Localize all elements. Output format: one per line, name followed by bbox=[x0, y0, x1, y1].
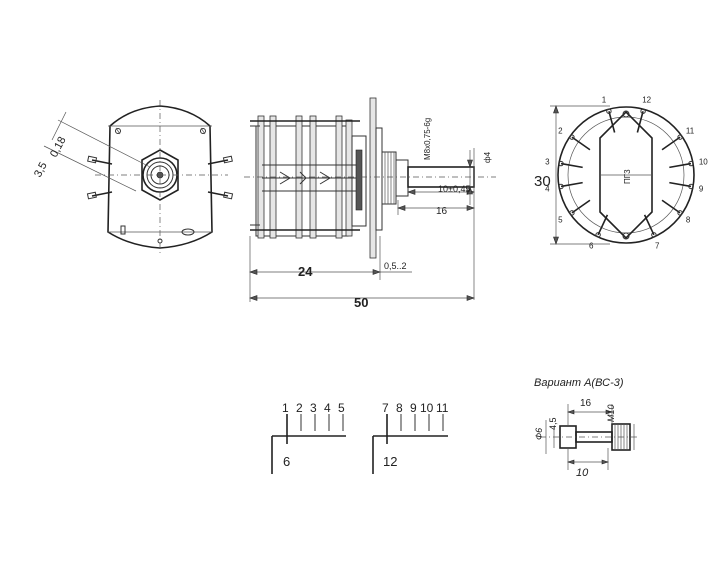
schematic-common-12: 12 bbox=[383, 454, 397, 469]
rear-terminal-hole bbox=[558, 183, 564, 190]
front-view: 3,5 0,18 bbox=[32, 100, 234, 255]
variant-a: Вариант А(ВС-3) 16 10 M10 Ф6 4,5 bbox=[534, 377, 640, 479]
side-dim-50: 50 bbox=[354, 295, 368, 310]
schematic-group-1: 1 2 3 4 5 6 bbox=[271, 401, 346, 474]
rear-terminal-hole bbox=[606, 108, 612, 114]
rear-terminal-hole bbox=[640, 108, 646, 114]
schematic-pos-9: 9 bbox=[410, 401, 417, 415]
side-shaft-length: 10±0,45 bbox=[438, 184, 470, 194]
rear-terminal-number: 1 bbox=[602, 96, 607, 105]
side-shaft-diameter: ф4 bbox=[483, 151, 492, 163]
schematic-group-2: 7 8 9 10 11 12 bbox=[372, 401, 449, 474]
side-mounting-plate bbox=[369, 97, 377, 259]
front-dim-3-5: 3,5 bbox=[32, 160, 50, 179]
rear-terminal-number: 2 bbox=[558, 126, 563, 135]
side-thread-label: M8x0,75-6g bbox=[423, 118, 432, 160]
schematic-common-6: 6 bbox=[283, 454, 290, 469]
variant-title: Вариант А(ВС-3) bbox=[534, 377, 624, 389]
rear-terminal-hole bbox=[651, 232, 657, 238]
rear-terminal-number: 12 bbox=[642, 96, 651, 105]
rear-terminal-hole bbox=[595, 232, 601, 238]
rear-terminal-hole bbox=[677, 134, 683, 140]
rear-terminal-lug bbox=[571, 199, 591, 214]
variant-dim-10: 10 bbox=[576, 467, 589, 479]
side-thread bbox=[384, 152, 395, 204]
rear-terminal-number: 7 bbox=[655, 242, 660, 251]
rear-terminal-number: 10 bbox=[699, 157, 708, 166]
rear-terminal-hole bbox=[688, 183, 694, 190]
rear-terminal-lug bbox=[669, 162, 692, 169]
schematic-pos-2: 2 bbox=[296, 401, 303, 415]
schematic-pos-4: 4 bbox=[324, 401, 331, 415]
side-dim-16: 16 bbox=[436, 206, 448, 217]
rear-terminal-lug bbox=[643, 214, 655, 236]
rear-terminal-number: 3 bbox=[545, 157, 550, 166]
schematic-pos-3: 3 bbox=[310, 401, 317, 415]
rear-center-label: ПГ3 bbox=[623, 169, 632, 184]
rear-terminal-lug bbox=[669, 181, 692, 188]
variant-dim-m10: M10 bbox=[606, 404, 616, 422]
rear-terminal-number: 9 bbox=[699, 185, 704, 194]
schematic-pos-10: 10 bbox=[420, 401, 434, 415]
rear-terminal-lug bbox=[661, 199, 681, 214]
schematic-pos-8: 8 bbox=[396, 401, 403, 415]
schematic: 1 2 3 4 5 6 7 8 9 10 11 12 bbox=[271, 401, 449, 474]
rear-terminal-hole bbox=[558, 160, 564, 167]
rear-rotor-plate bbox=[599, 110, 653, 240]
schematic-pos-5: 5 bbox=[338, 401, 345, 415]
rear-terminal-lug bbox=[597, 214, 609, 236]
rear-terminal-number: 8 bbox=[686, 216, 691, 225]
variant-dim-phi6: Ф6 bbox=[534, 428, 544, 440]
rear-terminal-lug bbox=[608, 111, 616, 133]
rear-terminal-number: 5 bbox=[558, 216, 563, 225]
variant-dim-4-5: 4,5 bbox=[548, 417, 558, 430]
rear-terminal-lug bbox=[571, 136, 591, 151]
side-dim-24: 24 bbox=[298, 264, 313, 279]
rear-terminal-number: 4 bbox=[545, 185, 550, 194]
rear-terminal-hole bbox=[569, 134, 575, 140]
rear-terminal-lug bbox=[636, 111, 644, 133]
rear-wafer bbox=[557, 106, 695, 244]
rear-terminal-lug bbox=[560, 181, 583, 188]
rear-terminal-number: 11 bbox=[686, 126, 695, 135]
schematic-pos-11: 11 bbox=[436, 401, 449, 415]
schematic-pos-1: 1 bbox=[282, 401, 289, 415]
rear-dim-30: 30 bbox=[534, 173, 551, 190]
side-dim-gap: 0,5..2 bbox=[384, 261, 407, 271]
rear-terminal-number: 6 bbox=[589, 242, 594, 251]
variant-dim-16: 16 bbox=[580, 398, 592, 409]
side-view: M8x0,75-6g ф4 10±0,45 16 24 0,5..2 50 bbox=[244, 97, 496, 310]
rear-terminal-hole bbox=[677, 210, 683, 216]
front-dim-0-18: 0,18 bbox=[48, 135, 69, 160]
schematic-pos-7: 7 bbox=[382, 401, 389, 415]
rear-terminal-hole bbox=[688, 160, 694, 167]
front-terminals bbox=[86, 155, 234, 200]
rear-terminal-hole bbox=[569, 210, 575, 216]
rear-terminal-lug bbox=[560, 162, 583, 169]
rear-terminal-lug bbox=[661, 136, 681, 151]
